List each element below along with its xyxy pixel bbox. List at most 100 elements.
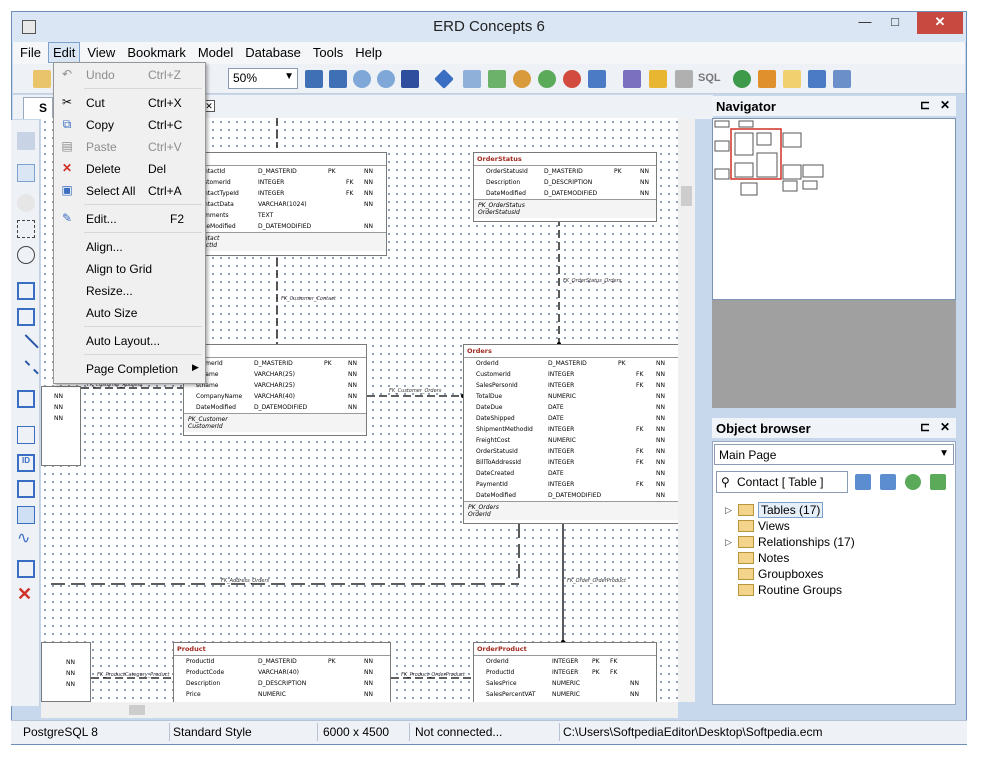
tree-item-relationships[interactable]: ▷Relationships (17) bbox=[724, 535, 855, 551]
tree-item-groupboxes[interactable]: Groupboxes bbox=[724, 567, 855, 583]
menu-item-resize[interactable]: Resize... bbox=[54, 281, 205, 301]
reverse-icon[interactable] bbox=[623, 70, 641, 88]
fit-width-icon[interactable] bbox=[329, 70, 347, 88]
relationship-label: FK_Customer_Contact bbox=[281, 296, 336, 302]
model-icon[interactable] bbox=[434, 69, 454, 89]
entity-partial-left[interactable]: NN NN NN bbox=[41, 386, 81, 466]
expand-icon[interactable]: ▷ bbox=[725, 505, 732, 515]
tree-item-routine-groups[interactable]: Routine Groups bbox=[724, 583, 855, 599]
fit-page-icon[interactable] bbox=[305, 70, 323, 88]
zoom-in-icon[interactable] bbox=[353, 70, 371, 88]
hand-icon[interactable] bbox=[17, 194, 35, 212]
menu-bookmark[interactable]: Bookmark bbox=[127, 45, 186, 60]
menu-edit[interactable]: Edit bbox=[47, 42, 81, 63]
page-select[interactable]: Main Page▼ bbox=[714, 444, 954, 465]
lasso-icon[interactable] bbox=[17, 246, 35, 264]
menu-database[interactable]: Database bbox=[245, 45, 301, 60]
relation-dashed-icon[interactable] bbox=[13, 360, 39, 386]
menu-model[interactable]: Model bbox=[197, 45, 234, 60]
menu-item-auto-size[interactable]: Auto Size bbox=[54, 303, 205, 323]
check-icon[interactable] bbox=[905, 474, 921, 490]
marquee-icon[interactable] bbox=[17, 220, 35, 238]
pointer-icon[interactable] bbox=[17, 164, 35, 182]
id-icon[interactable]: ID bbox=[17, 454, 35, 472]
sql-label[interactable]: SQL bbox=[698, 72, 721, 84]
image-icon[interactable] bbox=[17, 506, 35, 524]
view-icon[interactable] bbox=[488, 70, 506, 88]
zoom-select[interactable]: 50%▼ bbox=[228, 68, 298, 89]
entity-partial-left-bottom[interactable]: NN NN NN bbox=[41, 642, 91, 702]
close-button[interactable]: ✕ bbox=[917, 12, 963, 34]
scroll-thumb[interactable] bbox=[129, 705, 145, 715]
script-icon[interactable] bbox=[649, 70, 667, 88]
sql-doc-icon[interactable] bbox=[675, 70, 693, 88]
relation-icon[interactable] bbox=[13, 334, 39, 360]
app-icon[interactable] bbox=[22, 20, 36, 34]
package-icon[interactable] bbox=[758, 70, 776, 88]
table-icon[interactable] bbox=[463, 70, 481, 88]
copy-doc-icon[interactable] bbox=[833, 70, 851, 88]
menu-item-align-to-grid[interactable]: Align to Grid bbox=[54, 259, 205, 279]
navigator-preview[interactable] bbox=[712, 118, 956, 300]
menu-tools[interactable]: Tools bbox=[312, 45, 344, 60]
frame-icon[interactable] bbox=[17, 560, 35, 578]
add-relation-icon[interactable] bbox=[880, 474, 896, 490]
expand-icon[interactable]: ▷ bbox=[725, 537, 732, 547]
menu-file[interactable]: File bbox=[20, 45, 41, 60]
menu-item-align[interactable]: Align... bbox=[54, 237, 205, 257]
tab-main-page[interactable]: S bbox=[23, 97, 53, 119]
report-icon[interactable] bbox=[588, 70, 606, 88]
copy-tool-icon[interactable] bbox=[17, 132, 35, 150]
menu-help[interactable]: Help bbox=[355, 45, 383, 60]
delete-tool-icon[interactable]: ✕ bbox=[17, 584, 33, 604]
menu-item-page-completion[interactable]: Page Completion▶ bbox=[54, 359, 205, 379]
zoom-out-icon[interactable] bbox=[377, 70, 395, 88]
db-gear-icon[interactable] bbox=[513, 70, 531, 88]
font-icon[interactable] bbox=[401, 70, 419, 88]
column-name: DateCreated bbox=[476, 470, 515, 477]
scroll-thumb[interactable] bbox=[681, 186, 692, 206]
open-icon[interactable] bbox=[33, 70, 51, 88]
add-table-icon[interactable] bbox=[855, 474, 871, 490]
pin-icon[interactable]: ⊏ bbox=[920, 420, 931, 434]
export-icon[interactable] bbox=[808, 70, 826, 88]
stop-icon[interactable] bbox=[563, 70, 581, 88]
canvas-vertical-scrollbar[interactable] bbox=[678, 118, 695, 702]
object-search-input[interactable]: ⚲ Contact [ Table ] bbox=[716, 471, 848, 493]
tree-item-views[interactable]: Views bbox=[724, 519, 855, 535]
label-tool-icon[interactable] bbox=[17, 426, 35, 444]
close-icon[interactable]: ✕ bbox=[940, 420, 951, 434]
puzzle-icon[interactable] bbox=[733, 70, 751, 88]
canvas-horizontal-scrollbar[interactable] bbox=[41, 702, 678, 718]
minimize-button[interactable]: — bbox=[858, 14, 872, 29]
view-tool-icon[interactable] bbox=[17, 308, 35, 326]
note-tool-icon[interactable] bbox=[17, 390, 35, 408]
maximize-button[interactable]: □ bbox=[891, 14, 899, 29]
type-icon[interactable] bbox=[783, 70, 801, 88]
group-icon[interactable] bbox=[17, 480, 35, 498]
validate-icon[interactable] bbox=[538, 70, 556, 88]
tree-item-tables[interactable]: ▷Tables (17) bbox=[724, 502, 855, 519]
go-icon[interactable] bbox=[930, 474, 946, 490]
pin-icon[interactable]: ⊏ bbox=[920, 98, 931, 112]
close-icon[interactable]: ✕ bbox=[940, 98, 951, 112]
menu-item-edit[interactable]: ✎Edit...F2 bbox=[54, 209, 205, 229]
menu-item-auto-layout[interactable]: Auto Layout... bbox=[54, 331, 205, 351]
table-tool-icon[interactable] bbox=[17, 282, 35, 300]
tree-item-notes[interactable]: Notes bbox=[724, 551, 855, 567]
menu-view[interactable]: View bbox=[87, 45, 116, 60]
curve-icon[interactable]: ∿ bbox=[17, 530, 31, 547]
